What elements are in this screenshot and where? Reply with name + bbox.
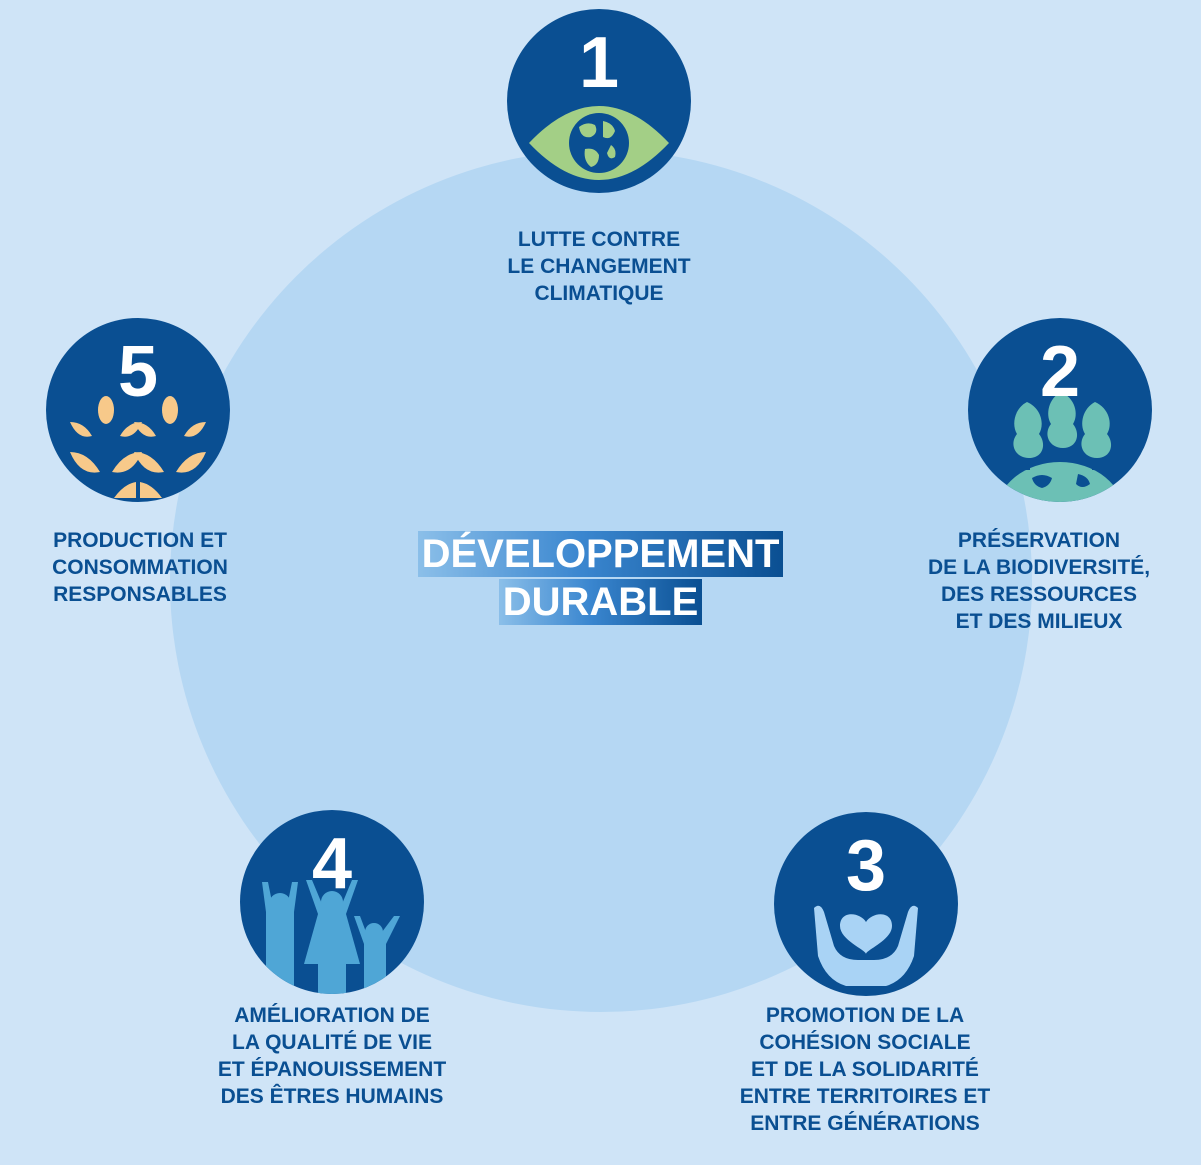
caption-line: DE LA BIODIVERSITÉ, [927,556,1151,579]
caption-line: COHÉSION SOCIALE [759,1031,971,1054]
caption-line: ENTRE TERRITOIRES ET [739,1085,991,1108]
goal-5-badge: 5 [46,318,230,502]
goal-1-caption: LUTTE CONTRE LE CHANGEMENT CLIMATIQUE [418,226,780,307]
center-title-line-2: DURABLE [498,579,703,625]
goal-1-badge: 1 [507,9,691,193]
caption-line: PRÉSERVATION [957,529,1121,552]
caption-line: DES RESSOURCES [940,583,1138,606]
goal-3-badge: 3 [774,812,958,996]
caption-line: LE CHANGEMENT [507,255,691,278]
goal-5-number: 5 [117,332,159,412]
trees-on-earth-icon [997,392,1123,502]
caption-line: RESPONSABLES [53,583,227,606]
caption-line: LUTTE CONTRE [517,228,681,251]
family-people-icon [262,880,400,994]
caption-line: CONSOMMATION [52,556,228,579]
caption-line: ET DES MILIEUX [955,610,1123,633]
goal-2-number: 2 [1039,332,1081,412]
caption-line: DES ÊTRES HUMAINS [220,1085,444,1108]
goal-3-caption: PROMOTION DE LA COHÉSION SOCIALE ET DE L… [700,1002,1030,1137]
center-title: DÉVELOPPEMENT DURABLE [300,530,901,626]
hands-heart-icon [814,905,918,986]
goal-3-number: 3 [845,826,887,906]
caption-line: AMÉLIORATION DE [234,1004,430,1027]
wheat-icon [70,396,206,498]
center-title-line-1: DÉVELOPPEMENT [417,531,784,577]
caption-line: PROMOTION DE LA [765,1004,965,1027]
caption-line: CLIMATIQUE [534,282,664,305]
goal-4-number: 4 [311,824,353,904]
goal-1-number: 1 [578,23,620,103]
caption-line: ENTRE GÉNÉRATIONS [750,1112,980,1135]
caption-line: PRODUCTION ET [53,529,227,552]
caption-line: ET ÉPANOUISSEMENT [217,1058,447,1081]
goal-2-badge: 2 [968,318,1152,502]
goal-4-badge: 4 [240,810,424,994]
caption-line: LA QUALITÉ DE VIE [232,1031,432,1054]
caption-line: ET DE LA SOLIDARITÉ [751,1058,979,1081]
goal-2-caption: PRÉSERVATION DE LA BIODIVERSITÉ, DES RES… [880,527,1198,635]
goal-4-caption: AMÉLIORATION DE LA QUALITÉ DE VIE ET ÉPA… [160,1002,504,1110]
eye-globe-icon [529,106,669,180]
goal-5-caption: PRODUCTION ET CONSOMMATION RESPONSABLES [2,527,278,608]
